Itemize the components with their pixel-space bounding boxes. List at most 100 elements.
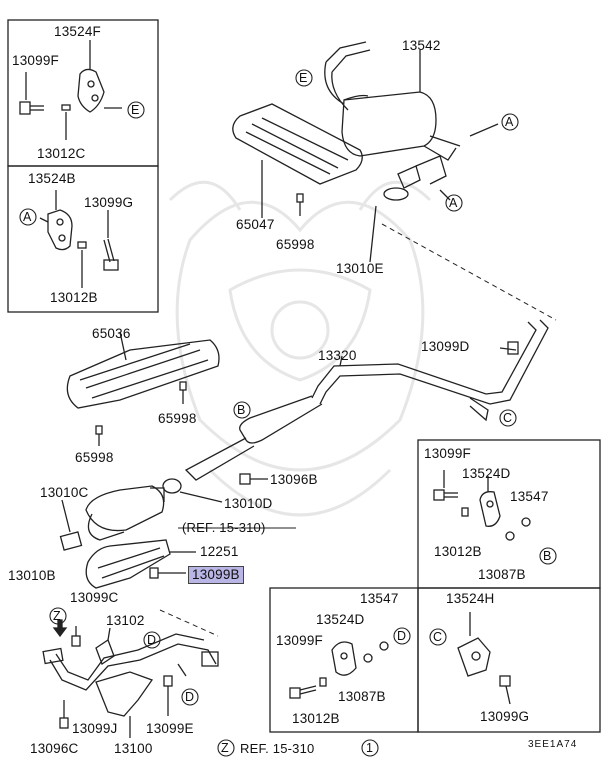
label-13012B-c: 13012B [292,711,340,726]
label-13547-b: 13547 [360,591,399,606]
inset-box-13524B [7,165,159,313]
label-13099G-b: 13099G [480,709,530,724]
bracket-13102-drawing [95,627,115,665]
inset-box-13524F [7,19,159,167]
bolt-65998-a-drawing [296,193,304,216]
label-65998-b: 65998 [158,411,197,426]
callout-z-1: Z [53,609,61,623]
bolt-13099G-drawing [103,210,119,271]
ring-13087B-a-drawing [505,531,515,541]
catalytic-converter-drawing [85,485,165,541]
hanger-13524B-drawing [39,190,73,251]
label-13087B-b: 13087B [338,689,386,704]
washer-13547-a-drawing [521,517,531,527]
label-13524H: 13524H [446,591,495,606]
callout-a-1: A [23,210,32,224]
main-muffler-13542-drawing [324,41,499,201]
bolt-13099B-drawing [149,567,186,579]
label-12251: 12251 [200,544,239,559]
label-13010B: 13010B [8,568,56,583]
diagram-code: 3EE1A74 [528,739,578,750]
gasket-13010D-drawing [162,478,223,503]
label-13096C: 13096C [30,741,79,756]
callout-circles [19,69,557,757]
label-13099F-b: 13099F [424,446,471,461]
bolt-13099F-b-drawing [433,470,458,501]
inset-box-13524H [417,587,601,733]
heat-shield-12251-drawing [85,539,196,589]
nut-13096B-drawing [239,473,268,485]
bolt-13099E-drawing [163,675,173,716]
label-13099C: 13099C [70,590,119,605]
label-13012C: 13012C [37,146,86,161]
callout-c-1: C [503,411,513,425]
label-13010D: 13010D [224,496,273,511]
label-65998-c: 65998 [75,450,114,465]
gasket-13010E-drawing [369,187,409,263]
hanger-13524H-drawing [457,612,491,677]
inset-box-13524D-upper [417,439,601,589]
label-13099J: 13099J [72,721,118,736]
bolt-13099F-c-drawing [289,685,317,699]
label-13010E: 13010E [336,261,384,276]
label-13524D-a: 13524D [462,466,511,481]
label-65998-a: 65998 [276,237,315,252]
heat-shield-65047-drawing [232,103,363,218]
label-13099F-a: 13099F [12,53,59,68]
callout-a-2: A [505,115,514,129]
callout-z-2: Z [221,741,229,755]
label-13524B: 13524B [28,171,76,186]
nut-13096C-drawing [59,700,69,729]
up-arrow [52,619,68,638]
label-13099B-highlighted: 13099B [188,566,244,584]
label-13099E: 13099E [146,721,194,736]
bushing-13012C-drawing [61,104,71,111]
label-13096B: 13096B [270,472,318,487]
label-13524F: 13524F [54,24,101,39]
label-ref-15-310-b: REF. 15-310 [240,741,315,756]
bushing-13012B-b-drawing [461,507,469,517]
label-13102: 13102 [106,613,145,628]
hanger-13524F-drawing [77,40,122,113]
callout-c-2: C [433,630,443,644]
center-pipe-13320-drawing [184,319,549,481]
label-65047: 65047 [236,217,275,232]
label-13012B-a: 13012B [50,290,98,305]
bolt-13099D-drawing [507,341,519,355]
bolt-13099G-b-drawing [499,675,511,705]
ring-13087B-b-drawing [363,653,373,663]
callout-e-1: E [131,103,140,117]
label-13320: 13320 [318,348,357,363]
callout-e-2: E [299,71,308,85]
label-13087B-a: 13087B [478,567,526,582]
callout-d-1: D [397,629,407,643]
label-13542: 13542 [402,38,441,53]
bushing-13012B-drawing [77,241,87,288]
callout-b-1: B [237,403,246,417]
gasket-13010C-drawing [59,499,83,551]
label-13100: 13100 [114,741,153,756]
bolt-65998-c-drawing [95,425,103,446]
label-13099F-c: 13099F [276,633,323,648]
washer-13547-b-drawing [379,641,389,651]
hanger-13524D-b-drawing [331,641,357,676]
label-ref-number: 1 [366,741,374,755]
bushing-13012B-c-drawing [319,677,327,687]
heat-shield-65036-drawing [66,331,220,409]
callout-a-3: A [449,196,458,210]
bolt-13099F-drawing [19,72,44,115]
label-13010C: 13010C [40,485,89,500]
label-13547-a: 13547 [510,489,549,504]
callout-d-2: D [147,633,157,647]
hanger-13524D-a-drawing [479,476,501,527]
front-pipe-13100-drawing [42,633,219,738]
label-13099G-a: 13099G [84,195,134,210]
label-ref-15-310-a: (REF. 15-310) [182,520,266,535]
label-65036: 65036 [92,326,131,341]
bolt-13099C-drawing [71,626,81,647]
label-13099D: 13099D [421,339,470,354]
callout-b-2: B [543,549,552,563]
callout-d-3: D [185,690,195,704]
watermark-emblem [168,180,432,517]
